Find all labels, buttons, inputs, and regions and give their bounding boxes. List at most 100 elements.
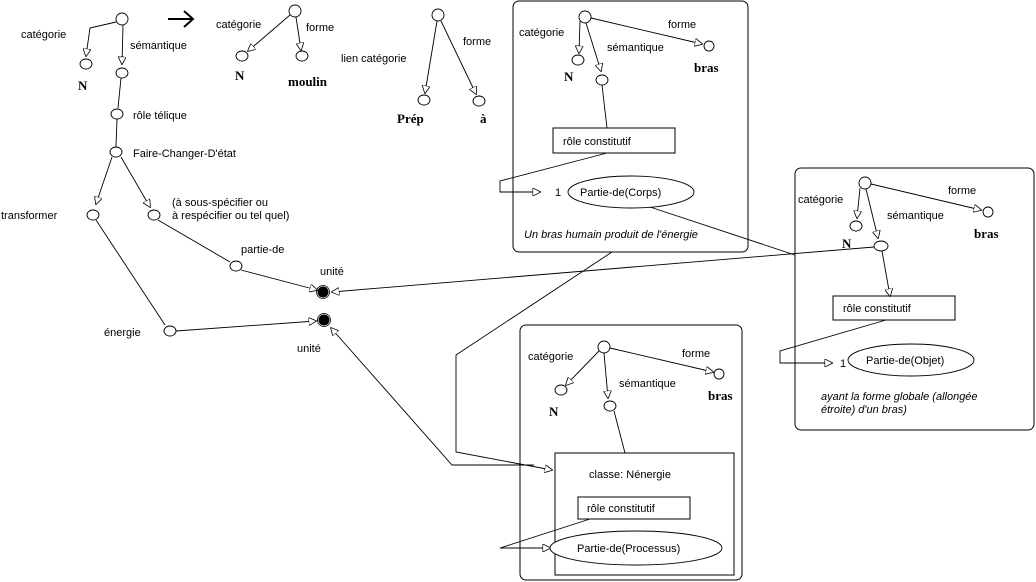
box-bottom-n-label: N [549, 404, 559, 419]
box-bottom-root-node [597, 340, 611, 354]
moulin-n-label: N [235, 68, 245, 83]
edge-unite-top [240, 269, 317, 290]
transformer-node [86, 209, 100, 221]
box-bottom-partie-label: Partie-de(Processus) [577, 543, 680, 555]
transformer-label: transformer [1, 210, 58, 222]
box-top-role-box [552, 127, 676, 154]
lien-tree: lien catégorie forme Prép à [341, 8, 491, 126]
prep-label: Prép [397, 111, 424, 126]
box-bottom-role-label: rôle constitutif [587, 503, 656, 515]
box-bottom-semantique-node [603, 400, 617, 412]
box-right-root-node [858, 176, 872, 190]
moulin-forme-edge [295, 16, 301, 50]
box-right-caption-1: ayant la forme globale (allongée [821, 391, 978, 403]
a-label: à [480, 111, 487, 126]
box-top-root-node [578, 10, 592, 24]
prep-node [417, 94, 431, 106]
moulin-categorie-edge [248, 14, 291, 51]
sous-specifier-label-2: à respécifier ou tel quel) [172, 210, 289, 222]
moulin-categorie-label: catégorie [216, 19, 261, 31]
box-right-n-node [849, 220, 863, 232]
box-top-categorie-label: catégorie [519, 27, 564, 39]
box-right-one-edge [779, 319, 887, 363]
moulin-n-node [235, 50, 249, 62]
edge-transformer [96, 156, 113, 204]
main-root-node [115, 12, 129, 26]
link-right-to-unite [332, 246, 875, 292]
box-right-semantique-edge [865, 188, 878, 238]
box-top-forme-node [703, 40, 715, 52]
box-top-n-label: N [564, 69, 574, 84]
box-right-role-edge [881, 250, 890, 296]
lien-root-node [431, 8, 445, 22]
box-top-categorie-edge [579, 20, 580, 53]
main-semantique-label: sémantique [130, 40, 187, 52]
box-bottom-forme-label: forme [682, 348, 710, 360]
box-bottom-categorie-edge [566, 350, 600, 385]
box-top-semantique-edge [585, 22, 601, 71]
box-right-semantique-label: sémantique [887, 210, 944, 222]
box-top-forme-edge [590, 17, 702, 44]
box-bottom-forme-node [713, 368, 725, 380]
box-top: catégorie forme sémantique N bras rôle c… [499, 0, 749, 253]
main-tree: catégorie sémantique N rôle télique Fair… [1, 12, 344, 355]
link-top-to-classe [455, 251, 613, 470]
box-right-categorie-edge [857, 187, 860, 218]
role-telique-node [110, 108, 124, 120]
lien-categorie-label: lien catégorie [341, 53, 406, 65]
main-categorie-edge [86, 21, 117, 56]
edge-sous-specifier [120, 156, 150, 207]
unite-bottom-label: unité [297, 343, 321, 355]
energie-label: énergie [104, 327, 141, 339]
a-node [472, 95, 486, 107]
box-right-forme-edge [870, 183, 981, 210]
implication-arrow [168, 10, 195, 28]
box-bottom-classe-box [554, 452, 735, 576]
box-bottom-bras-label: bras [708, 388, 733, 403]
box-bottom: catégorie forme sémantique N bras classe… [499, 324, 743, 581]
main-semantique-edge [122, 24, 123, 64]
box-right-role-box [832, 295, 956, 321]
box-top-role-edge [601, 84, 608, 129]
edge-partie-de [157, 219, 231, 263]
main-n-label: N [78, 78, 88, 93]
box-bottom-one-edge [499, 518, 591, 548]
box-top-role-label: rôle constitutif [563, 136, 632, 148]
box-bottom-partie-ellipse [549, 530, 723, 566]
box-top-semantique-label: sémantique [607, 42, 664, 54]
box-bottom-classe-label: classe: Nénergie [589, 469, 671, 481]
box-right-role-label: rôle constitutif [843, 303, 912, 315]
box-right-one-label: 1 [840, 358, 846, 370]
box-right-partie-ellipse [847, 343, 975, 377]
edge-role-telique [117, 77, 122, 109]
sous-specifier-node [147, 209, 161, 221]
main-categorie-label: catégorie [21, 29, 66, 41]
box-bottom-frame [519, 324, 743, 581]
box-bottom-forme-edge [609, 347, 713, 372]
box-bottom-classe-edge [613, 410, 626, 454]
box-top-semantique-node [595, 74, 609, 86]
box-top-partie-label: Partie-de(Corps) [580, 187, 661, 199]
cross-links [331, 206, 875, 470]
box-top-caption: Un bras humain produit de l'énergie [524, 229, 698, 241]
box-right: catégorie forme sémantique N bras rôle c… [779, 167, 1035, 431]
moulin-forme-node [295, 50, 309, 62]
lien-categorie-edge [425, 20, 438, 93]
box-right-forme-label: forme [948, 185, 976, 197]
unite-bottom-node [318, 314, 330, 326]
role-telique-label: rôle télique [133, 110, 187, 122]
box-bottom-n-node [554, 384, 568, 396]
box-top-forme-label: forme [668, 19, 696, 31]
partie-de-node [229, 260, 243, 272]
box-top-one-label: 1 [555, 187, 561, 199]
energie-node [163, 325, 177, 337]
faire-changer-node [109, 146, 123, 158]
edge-unite-bottom [175, 321, 316, 332]
main-n-node [79, 58, 93, 70]
sous-specifier-label-1: (à sous-spécifier ou [172, 197, 268, 209]
faire-changer-label: Faire-Changer-D'état [133, 148, 236, 160]
moulin-root-node [288, 4, 302, 18]
moulin-tree: catégorie forme N moulin [216, 4, 334, 89]
